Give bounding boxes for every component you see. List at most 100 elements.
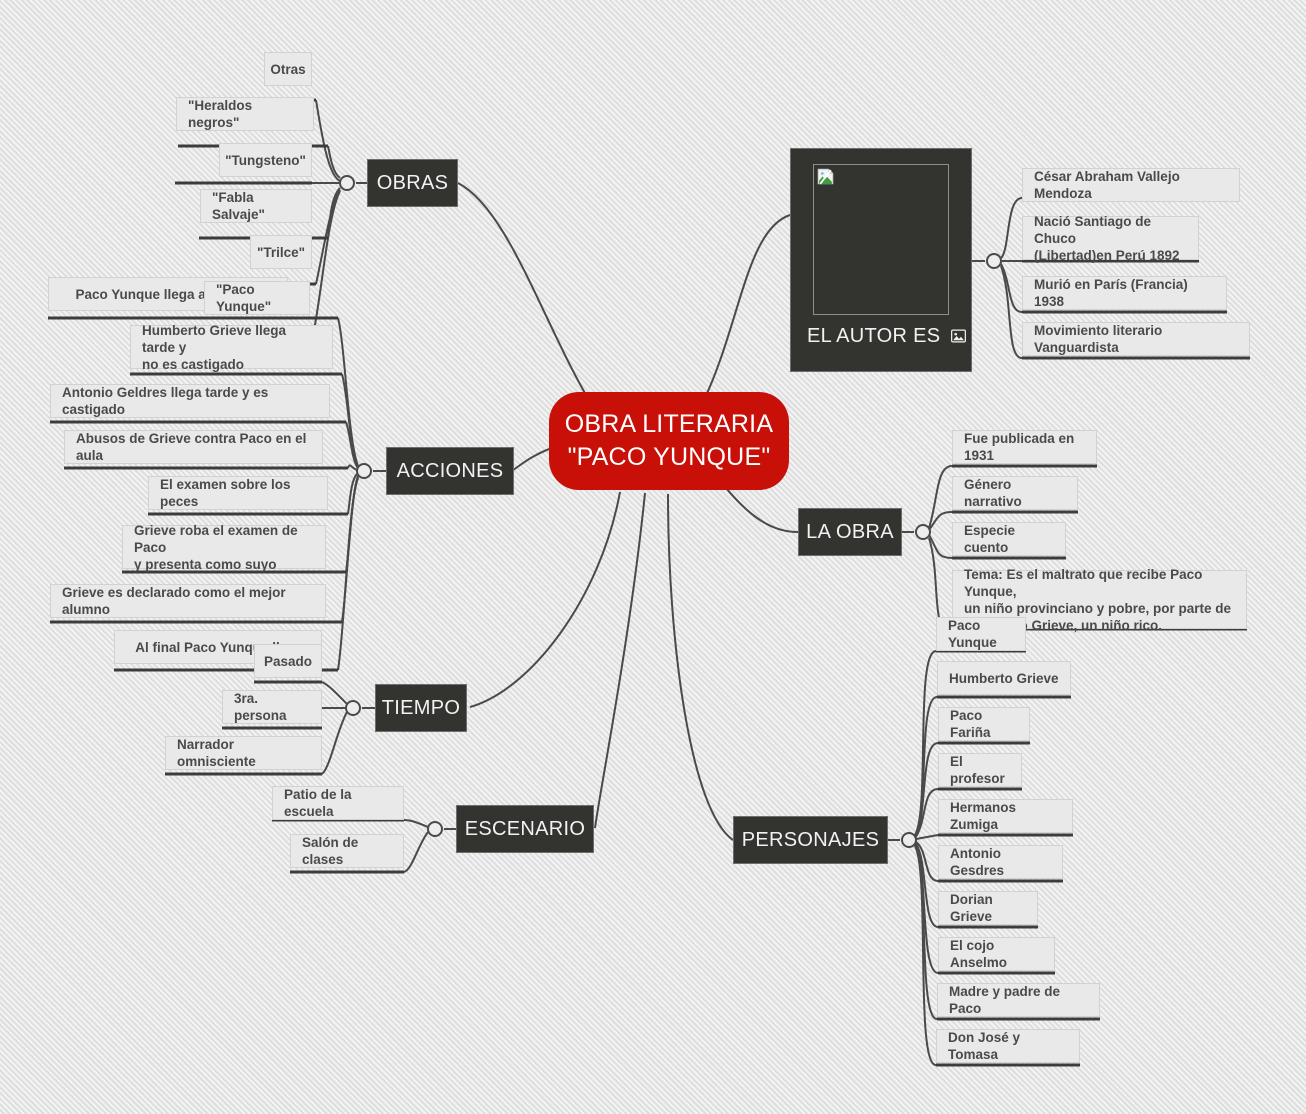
picture-icon [951,329,967,343]
leaf-personajes-3[interactable]: Paco Fariña [938,707,1030,741]
link-autor-c4 [1000,265,1023,359]
leaf-acciones-5[interactable]: El examen sobre los peces [148,476,328,510]
root-label: OBRA LITERARIA "PACO YUNQUE" [564,410,774,471]
leaf-label: "Fabla Salvaje" [212,190,265,222]
author-label-row: EL AUTOR ES [791,315,971,371]
leaf-obras-1[interactable]: Otras [264,52,312,86]
link-root-escenario [594,492,646,829]
leaf-label: El examen sobre los peces [160,477,291,509]
branch-label-escenario: ESCENARIO [464,817,586,840]
link-acc-c7 [341,476,359,623]
link-root-personajes [667,493,734,841]
leaf-label: Otras [270,61,306,77]
branch-label-obras: OBRAS [376,171,449,194]
leaf-tiempo-3[interactable]: Narrador omnisciente [165,736,322,770]
leaf-obras-5[interactable]: "Trilce" [250,235,312,269]
leaf-personajes-6[interactable]: Antonio Gesdres [938,845,1063,879]
branch-node-escenario[interactable]: ESCENARIO [456,805,594,853]
leaf-obras-2[interactable]: "Heraldos negros" [176,97,314,131]
link-obra-c2 [928,511,953,531]
leaf-label: "Tungsteno" [225,152,306,168]
link-acc-c4 [347,464,358,471]
hub-laobra [915,524,931,540]
leaf-personajes-9[interactable]: Madre y padre de Paco [937,983,1100,1017]
leaf-tiempo-1[interactable]: Pasado [254,644,322,678]
leaf-personajes-1[interactable]: Paco Yunque [936,617,1026,651]
leaf-laobra-3[interactable]: Especie cuento [952,522,1066,556]
leaf-obras-4[interactable]: "Fabla Salvaje" [200,189,312,223]
leaf-label: Murió en París (Francia) 1938 [1034,277,1188,309]
leaf-personajes-8[interactable]: El cojo Anselmo [938,937,1055,971]
link-root-autor [699,214,791,409]
link-obras-c1 [315,99,341,182]
branch-node-personajes[interactable]: PERSONAJES [733,816,888,864]
leaf-personajes-10[interactable]: Don José y Tomasa [936,1029,1080,1063]
hub-escenario [427,821,443,837]
leaf-autor-3[interactable]: Murió en París (Francia) 1938 [1022,276,1227,310]
leaf-personajes-2[interactable]: Humberto Grieve [937,661,1071,695]
link-autor-c3 [1000,263,1023,313]
link-acc-c6 [345,475,359,573]
leaf-autor-1[interactable]: César Abraham Vallejo Mendoza [1022,168,1240,202]
leaf-laobra-2[interactable]: Género narrativo [952,476,1078,510]
hub-autor [986,253,1002,269]
leaf-label: Salón de clases [302,835,359,867]
leaf-autor-4[interactable]: Movimiento literario Vanguardista [1022,322,1250,356]
leaf-label: Género narrativo [964,477,1022,509]
link-per-c8 [914,843,939,974]
broken-image-icon [817,168,834,185]
leaf-acciones-2[interactable]: Humberto Grieve llega tarde y no es cast… [130,323,333,372]
leaf-label: César Abraham Vallejo Mendoza [1034,169,1180,201]
leaf-personajes-5[interactable]: Hermanos Zumiga [938,799,1073,833]
branch-node-acciones[interactable]: ACCIONES [386,447,514,495]
leaf-acciones-4[interactable]: Abusos de Grieve contra Paco en el aula [64,430,323,464]
link-obra-c1 [928,465,953,529]
link-per-c10 [914,845,937,1066]
leaf-personajes-7[interactable]: Dorian Grieve [938,891,1038,925]
link-tiempo-c1 [321,681,348,705]
leaf-autor-2[interactable]: Nació Santiago de Chuco (Libertad)en Per… [1022,214,1199,263]
link-obras-c6 [313,190,341,331]
leaf-label: El cojo Anselmo [950,938,1008,970]
leaf-personajes-4[interactable]: El profesor [938,753,1022,787]
leaf-laobra-1[interactable]: Fue publicada en 1931 [952,430,1097,464]
hub-tiempo [345,700,361,716]
link-per-c3 [914,742,939,838]
branch-label-laobra: LA OBRA [806,520,894,543]
link-acc-c2 [341,373,359,468]
leaf-label: Movimiento literario Vanguardista [1034,323,1163,355]
leaf-obras-3[interactable]: "Tungsteno" [219,143,312,177]
link-per-c2 [914,696,938,837]
leaf-label: Humberto Grieve llega tarde y no es cast… [142,322,287,372]
link-per-c9 [914,844,938,1020]
leaf-acciones-6[interactable]: Grieve roba el examen de Paco y presenta… [122,523,326,572]
branch-label-autor: EL AUTOR ES [807,324,941,347]
leaf-label: El profesor [950,754,1005,786]
leaf-label: Dorian Grieve [950,892,993,924]
leaf-acciones-3[interactable]: Antonio Geldres llega tarde y es castiga… [50,384,330,418]
branch-node-laobra[interactable]: LA OBRA [798,508,902,556]
link-per-c1 [914,650,937,836]
leaf-tiempo-2[interactable]: 3ra. persona [222,690,322,724]
leaf-label: "Heraldos negros" [188,98,253,130]
leaf-label: Antonio Gesdres [950,846,1005,878]
leaf-label: Hermanos Zumiga [950,800,1017,832]
leaf-label: Narrador omnisciente [177,737,256,769]
leaf-obras-6[interactable]: "Paco Yunque" [204,281,310,315]
branch-node-autor[interactable]: EL AUTOR ES [790,148,972,372]
root-node[interactable]: OBRA LITERARIA "PACO YUNQUE" [549,392,789,490]
hub-obras [339,175,355,191]
leaf-escenario-1[interactable]: Patio de la escuela [272,786,404,820]
leaf-escenario-2[interactable]: Salón de clases [290,834,404,868]
leaf-label: Nació Santiago de Chuco (Libertad)en Per… [1034,213,1180,263]
leaf-acciones-7[interactable]: Grieve es declarado como el mejor alumno [50,584,326,618]
hub-personajes [901,832,917,848]
leaf-label: "Trilce" [256,244,306,260]
link-acc-c3 [345,421,359,469]
leaf-label: Madre y padre de Paco [949,984,1061,1016]
branch-node-obras[interactable]: OBRAS [367,159,458,207]
link-per-c5 [915,834,939,840]
branch-node-tiempo[interactable]: TIEMPO [375,684,467,732]
author-image-frame [813,164,949,315]
